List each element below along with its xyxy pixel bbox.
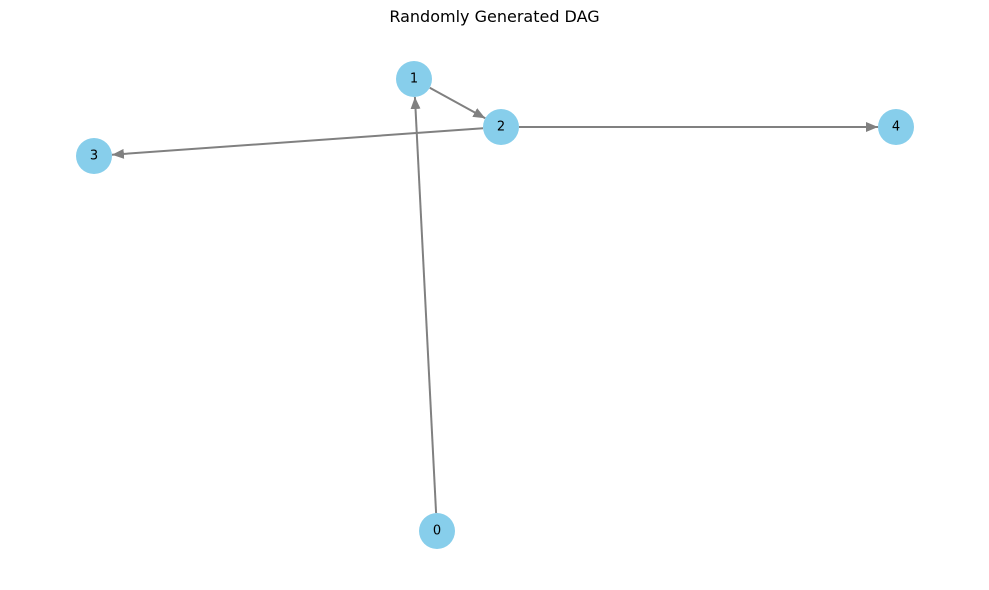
node-circle-1 bbox=[396, 61, 432, 97]
node-0: 0 bbox=[419, 513, 455, 549]
node-4: 4 bbox=[878, 109, 914, 145]
node-1: 1 bbox=[396, 61, 432, 97]
node-label-1: 1 bbox=[410, 72, 418, 87]
node-label-3: 3 bbox=[90, 149, 98, 164]
node-circle-0 bbox=[419, 513, 455, 549]
edge-1-2 bbox=[429, 86, 486, 120]
edges-layer bbox=[111, 86, 878, 514]
node-2: 2 bbox=[483, 109, 519, 145]
node-circle-3 bbox=[76, 138, 112, 174]
node-label-4: 4 bbox=[892, 120, 900, 135]
node-circle-2 bbox=[483, 109, 519, 145]
edge-0-1 bbox=[410, 96, 438, 514]
node-label-0: 0 bbox=[433, 524, 441, 539]
nodes-layer: 0 1 2 3 4 bbox=[76, 61, 914, 549]
node-label-2: 2 bbox=[497, 120, 505, 135]
node-circle-4 bbox=[878, 109, 914, 145]
edge-2-3 bbox=[111, 127, 484, 159]
diagram-title: Randomly Generated DAG bbox=[389, 7, 600, 26]
node-3: 3 bbox=[76, 138, 112, 174]
